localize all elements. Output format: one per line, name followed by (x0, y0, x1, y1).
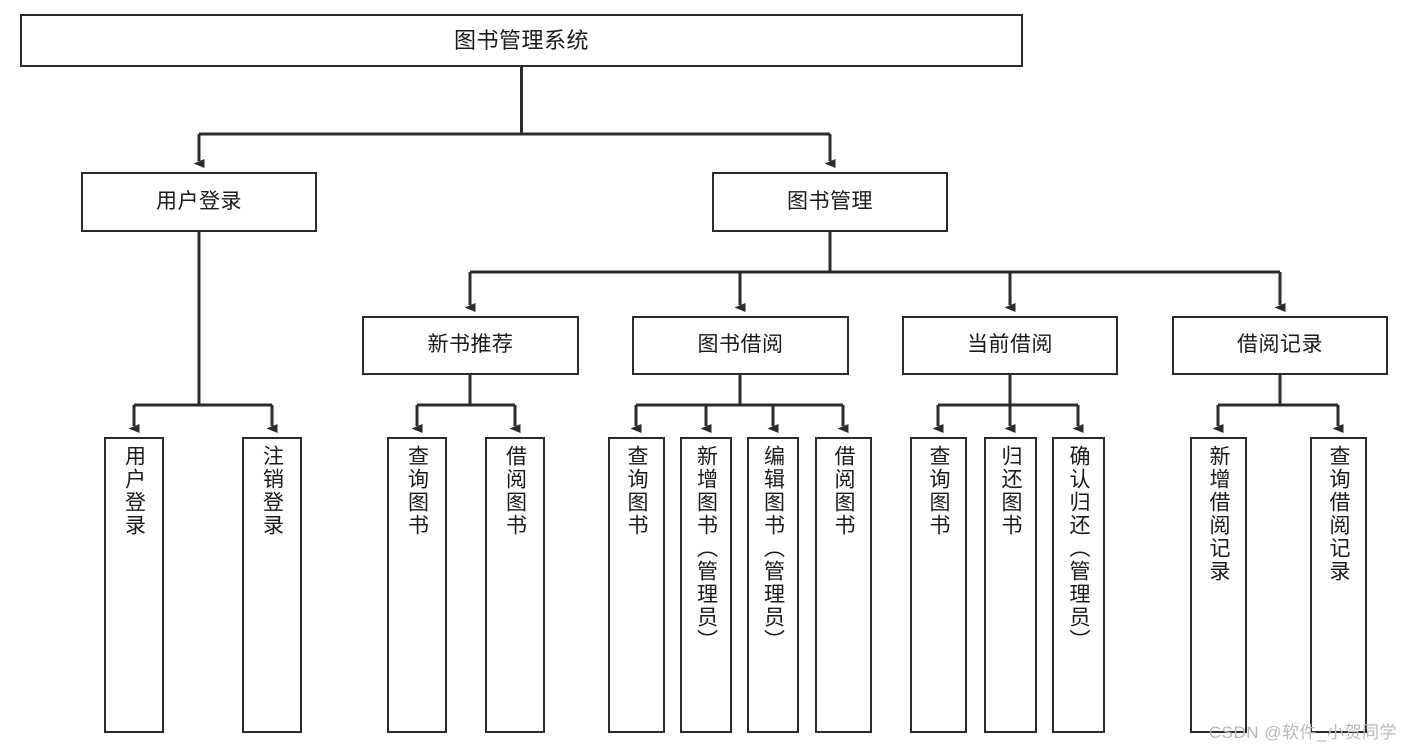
node-label: 图书管理系统 (453, 27, 589, 53)
node-label: 注销登录 (260, 445, 284, 537)
node-user-login[interactable]: 用户登录 (81, 172, 317, 232)
node-book-management[interactable]: 图书管理 (712, 172, 948, 232)
leaf-borrow-book-new-rec[interactable]: 借阅图书 (485, 437, 545, 733)
node-label: 查询图书 (625, 445, 648, 537)
leaf-add-book-admin[interactable]: 新增图书（管理员） (680, 437, 732, 733)
leaf-user-login[interactable]: 用户登录 (104, 437, 164, 733)
node-book-borrowing[interactable]: 图书借阅 (632, 316, 849, 375)
leaf-query-book-current[interactable]: 查询图书 (910, 437, 967, 733)
node-label: 查询图书 (927, 445, 950, 537)
leaf-edit-book-admin[interactable]: 编辑图书（管理员） (747, 437, 799, 733)
node-label: 借阅图书 (832, 445, 855, 537)
node-label: 用户登录 (156, 189, 242, 213)
node-label: 确认归还（管理员） (1067, 445, 1090, 652)
leaf-confirm-return-admin[interactable]: 确认归还（管理员） (1052, 437, 1105, 733)
node-label: 借阅记录 (1237, 333, 1323, 357)
leaf-borrow-book[interactable]: 借阅图书 (815, 437, 872, 733)
node-label: 用户登录 (122, 445, 146, 537)
leaf-query-book-new-rec[interactable]: 查询图书 (387, 437, 447, 733)
node-label: 图书管理 (787, 189, 873, 213)
node-borrow-records[interactable]: 借阅记录 (1172, 316, 1388, 375)
leaf-logout[interactable]: 注销登录 (242, 437, 302, 733)
leaf-add-borrow-record[interactable]: 新增借阅记录 (1190, 437, 1247, 733)
csdn-watermark: CSDN @软件_小贺同学 (1208, 723, 1397, 742)
node-current-borrowing[interactable]: 当前借阅 (902, 316, 1118, 375)
node-book-management-system[interactable]: 图书管理系统 (20, 14, 1023, 67)
node-label: 查询借阅记录 (1327, 445, 1350, 583)
leaf-return-book[interactable]: 归还图书 (984, 437, 1037, 733)
node-label: 归还图书 (999, 445, 1022, 537)
node-label: 图书借阅 (697, 333, 784, 357)
node-label: 新增借阅记录 (1207, 445, 1230, 583)
leaf-query-book-borrow[interactable]: 查询图书 (608, 437, 665, 733)
node-label: 编辑图书（管理员） (761, 445, 785, 652)
node-label: 新书推荐 (427, 333, 514, 357)
node-label: 新增图书（管理员） (694, 445, 718, 652)
leaf-query-borrow-record[interactable]: 查询借阅记录 (1310, 437, 1367, 733)
node-label: 当前借阅 (967, 333, 1053, 357)
node-label: 借阅图书 (503, 445, 527, 537)
node-label: 查询图书 (405, 445, 429, 537)
node-new-book-recommendation[interactable]: 新书推荐 (362, 316, 579, 375)
